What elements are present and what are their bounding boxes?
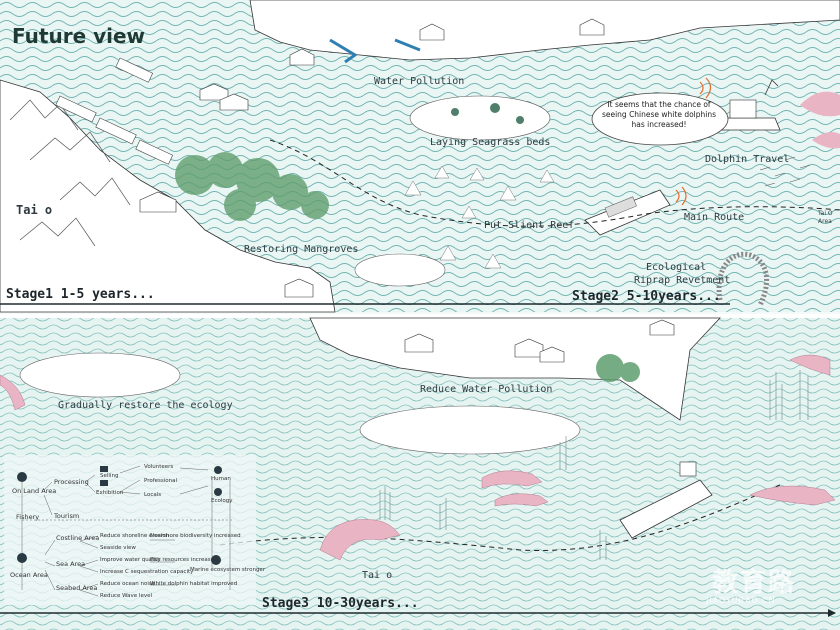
seagrass-clumps — [379, 370, 809, 560]
label-revetment-2: Riprap Revetment — [634, 275, 731, 286]
dolphins-lower — [0, 354, 836, 561]
legend-increase-carbon: Increase C sequestration capacity — [100, 569, 194, 575]
north-shore — [249, 0, 840, 61]
label-restoring-mangroves: Restoring Mangroves — [244, 244, 359, 255]
legend-improve-water: Improve water quality — [100, 557, 161, 563]
label-main-route: Main Route — [684, 212, 745, 223]
legend-fish-increase: Fish resources increased — [150, 557, 218, 563]
legend-reduce-erosion: Reduce shoreline erosion — [100, 533, 170, 539]
label-tai-o-area: Tai O Area — [818, 210, 833, 225]
legend-costline-area: Costline Area — [56, 534, 100, 542]
houses-upper — [139, 18, 605, 298]
label-reduce-water-pollution: Reduce Water Pollution — [420, 384, 553, 395]
tanker-ship — [619, 461, 713, 539]
legend-seabed-area: Seabed Area — [56, 584, 98, 592]
mangrove-trees — [175, 152, 329, 221]
watermark-url: JIAOYUBAO.CN — [706, 596, 776, 605]
legend-marine-ecosystem: Marine ecosystem stronger — [190, 567, 266, 573]
stage1-label: Stage1 1-5 years... — [6, 287, 155, 302]
stage3-label: Stage3 10-30years... — [262, 596, 419, 611]
label-tai-o-lower: Tai o — [362, 570, 393, 581]
label-tai-o-upper: Tai o — [16, 203, 53, 217]
silent-reef-units — [404, 165, 555, 269]
cargo-ship — [584, 186, 687, 236]
watermark: 教育路 — [712, 568, 797, 598]
label-revetment-1: Ecological — [646, 262, 707, 273]
label-water-pollution: Water Pollution — [374, 76, 465, 87]
houses-lower — [404, 319, 675, 363]
label-gradually-restore: Gradually restore the ecology — [58, 400, 233, 411]
legend-sea-area: Sea Area — [56, 560, 86, 568]
restored-island-left — [19, 352, 181, 398]
legend-on-land-area: On Land Area — [12, 487, 57, 495]
label-dolphin-travel: Dolphin Travel — [705, 154, 790, 165]
restored-island-center — [359, 405, 581, 455]
bubble-text: It seems that the chance of seeing Chine… — [601, 100, 717, 129]
reef-island — [354, 253, 446, 287]
legend-human: Human — [211, 476, 231, 482]
page-title: Future view — [12, 24, 146, 48]
legend-professional: Professional — [144, 478, 178, 484]
legend-exhibition: Exhibition — [96, 490, 124, 496]
legend-white-dolphin-habitat: White dolphin habitat improved — [150, 581, 238, 587]
dolphins-upper — [800, 91, 840, 149]
speech-bubble — [591, 92, 729, 146]
legend-nearshore-biodiversity: Nearshore biodiversity increased — [150, 533, 241, 539]
legend-reduce-wave: Reduce Wave level — [100, 593, 153, 599]
label-put-silent-reef: Put Slient Reef — [484, 220, 575, 231]
legend-icons — [17, 466, 222, 565]
legend-locals: Locals — [144, 492, 162, 498]
legend-selling: Selling — [100, 473, 119, 479]
label-laying-seagrass: Laying Seagrass beds — [430, 137, 551, 148]
fish-school-upper — [759, 156, 811, 187]
legend-panel — [4, 455, 256, 605]
mountains — [9, 99, 131, 247]
legend-ecology: Ecology — [211, 498, 233, 504]
legend-fishery: Fishery — [16, 513, 40, 521]
legend-lines — [21, 465, 232, 597]
jetty-sheds — [55, 57, 174, 165]
legend-processing: Processing — [54, 478, 89, 486]
legend-tourism: Tourism — [54, 512, 80, 520]
stage2-label: Stage2 5-10years... — [572, 289, 721, 304]
fishing-boat — [699, 77, 781, 131]
seagrass-bed — [409, 95, 551, 141]
legend-seaside-view: Seaside view — [100, 545, 136, 551]
legend-reduce-noise: Reduce ocean noise — [100, 581, 156, 587]
main-route-lower — [219, 484, 781, 551]
legend-volunteers: Volunteers — [144, 464, 174, 470]
legend-ocean-area: Ocean Area — [10, 571, 48, 579]
ecological-revetment — [716, 251, 770, 307]
